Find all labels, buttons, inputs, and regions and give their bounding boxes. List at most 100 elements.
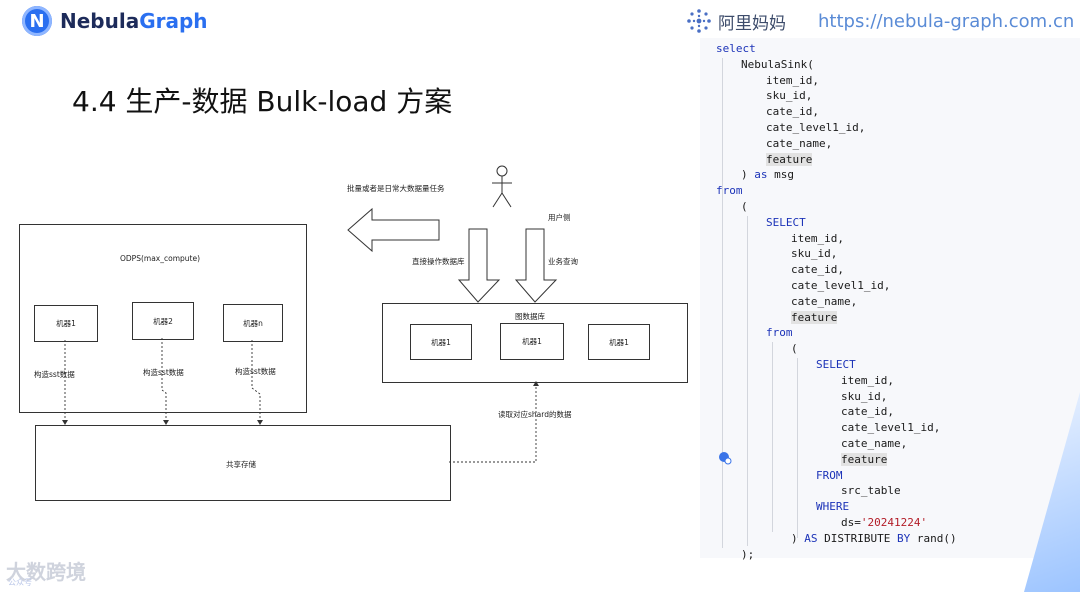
code-token: item_id, (841, 373, 894, 387)
alibaba-logo: 阿里妈妈 (686, 8, 786, 34)
graph-machine-2-label: 机器1 (522, 337, 542, 346)
code-line: item_id, (841, 374, 894, 387)
odps-machine-2: 机器2 (132, 302, 194, 340)
code-token: cate_id, (841, 405, 894, 419)
graph-machine-1-label: 机器1 (431, 337, 451, 347)
code-line: feature (791, 310, 838, 324)
website-url[interactable]: https://nebula-graph.com.cn (818, 11, 1075, 32)
code-line: from (766, 326, 793, 339)
code-line: cate_level1_id, (766, 121, 865, 134)
code-line: sku_id, (841, 390, 887, 403)
code-token: cate_name, (766, 136, 833, 150)
build-sst-label-1: 构造sst数据 (34, 370, 75, 379)
code-token: sku_id, (766, 89, 813, 103)
user-figure-icon (492, 165, 512, 208)
graph-db-title: 图数据库 (515, 312, 545, 321)
code-line: select (716, 42, 756, 55)
code-token: rand() (910, 531, 957, 545)
code-token: WHERE (816, 500, 850, 514)
shared-storage-label: 共享存储 (226, 460, 256, 469)
indent-guide (722, 58, 723, 548)
left-arrow-shape (347, 207, 440, 253)
nebula-logo-text: NebulaGraph (60, 9, 208, 33)
code-line: WHERE (816, 500, 849, 513)
code-line: cate_name, (791, 295, 857, 308)
code-line: NebulaSink( (741, 58, 814, 71)
code-line: ) AS DISTRIBUTE BY rand() (791, 532, 957, 545)
code-line: SELECT (816, 358, 856, 371)
code-line: sku_id, (791, 247, 837, 260)
code-token: '20241224' (860, 516, 928, 529)
graph-machine-1: 机器1 (410, 324, 472, 360)
code-token: cate_id, (766, 105, 819, 119)
code-token: AS (804, 531, 818, 545)
code-line: feature (841, 452, 888, 466)
code-token: ); (741, 547, 755, 561)
code-token: NebulaSink( (741, 57, 814, 71)
code-line: src_table (841, 484, 901, 497)
code-token: feature (766, 152, 813, 166)
odps-machine-n: 机器n (223, 304, 283, 342)
code-line: ( (741, 200, 748, 213)
code-token: feature (841, 452, 888, 466)
slide-title: 4.4 生产-数据 Bulk-load 方案 (72, 85, 453, 118)
code-token: cate_level1_id, (841, 421, 941, 435)
shared-storage-box (35, 425, 451, 501)
alibaba-burst-icon (687, 9, 711, 33)
odps-machine-1-label: 机器1 (56, 319, 76, 328)
code-token: ( (741, 200, 748, 213)
logo-text-part2: Graph (139, 9, 208, 33)
build-sst-label-3: 构造sst数据 (235, 367, 276, 376)
code-line: cate_level1_id, (841, 421, 940, 434)
code-token: ) (791, 531, 805, 545)
code-token: SELECT (766, 215, 806, 229)
code-token: from (716, 184, 743, 198)
code-line: FROM (816, 469, 843, 482)
dashed-connectors (62, 338, 539, 463)
odps-title: ODPS(max_compute) (120, 254, 200, 263)
code-line: cate_name, (766, 137, 832, 150)
code-line: feature (766, 152, 813, 166)
code-line: item_id, (766, 74, 819, 87)
code-line: cate_id, (841, 405, 894, 418)
breakpoint-icon[interactable] (718, 451, 732, 465)
code-line: ); (741, 548, 754, 561)
code-token: cate_id, (791, 263, 844, 277)
odps-machine-1: 机器1 (34, 305, 98, 342)
biz-query-label: 业务查询 (548, 257, 578, 266)
code-token: item_id, (791, 231, 844, 245)
code-token: msg (767, 168, 794, 182)
code-token: ds= (841, 516, 861, 529)
indent-guide (747, 216, 748, 546)
code-token: select (716, 42, 756, 55)
odps-machine-2-label: 机器2 (153, 316, 173, 326)
code-line: ) as msg (741, 168, 794, 181)
read-shard-label: 读取对应shard的数据 (498, 410, 572, 419)
indent-guide (797, 358, 798, 538)
graph-machine-3-label: 机器1 (609, 337, 629, 347)
code-token: cate_name, (841, 437, 908, 450)
down-arrow-direct (457, 228, 501, 303)
batch-task-label: 批量或者是日常大数据量任务 (347, 184, 445, 193)
graph-machine-3: 机器1 (588, 324, 650, 360)
code-token: SELECT (816, 358, 856, 371)
code-token: as (754, 168, 768, 182)
alibaba-text: 阿里妈妈 (718, 13, 786, 34)
user-side-label: 用户侧 (548, 213, 571, 222)
odps-machine-n-label: 机器n (243, 318, 263, 328)
code-line: ds='20241224' (841, 516, 927, 529)
code-token: FROM (816, 468, 843, 482)
build-sst-label-2: 构造sst数据 (143, 368, 184, 377)
code-line: cate_id, (766, 105, 819, 118)
code-line: ( (791, 342, 798, 355)
code-token: from (766, 326, 793, 340)
code-token: ( (791, 342, 798, 356)
code-token: sku_id, (841, 389, 888, 403)
code-token: feature (791, 310, 838, 324)
watermark-sub: 公众号 (8, 578, 32, 587)
watermark-text: 大数跨境 (6, 560, 86, 584)
code-line: sku_id, (766, 89, 812, 102)
code-token: cate_level1_id, (766, 121, 866, 134)
graph-machine-2: 机器1 (500, 323, 564, 360)
code-line: item_id, (791, 232, 844, 245)
